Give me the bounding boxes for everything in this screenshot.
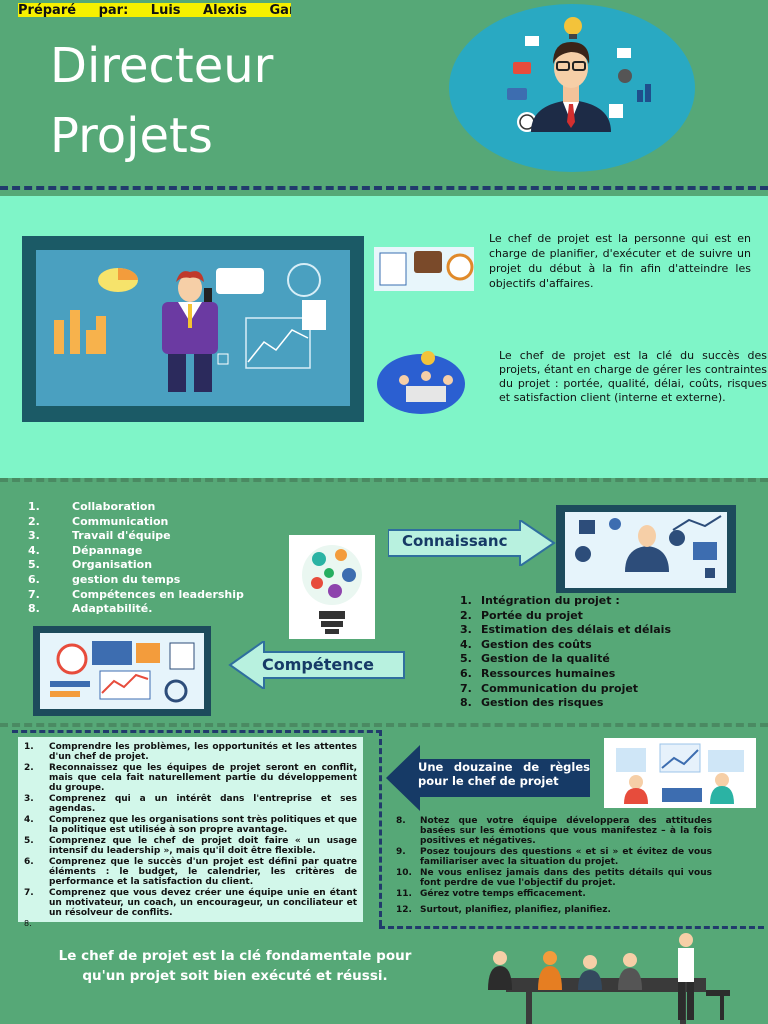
list-item: 2.Reconnaissez que les équipes de projet… — [24, 763, 357, 793]
list-item: 11.Gérez votre temps efficacement. — [396, 889, 586, 899]
rules-box — [18, 737, 363, 922]
rules-label: Une douzaine de règles pour le chef de p… — [418, 760, 590, 788]
page-title-line1: Directeur — [50, 38, 274, 94]
list-item: 12.Surtout, planifiez, planifiez, planif… — [396, 905, 611, 915]
businessman-icon — [507, 17, 651, 132]
page-title-line2: Projets — [50, 108, 213, 164]
list-item: 4.Gestion des coûts — [460, 637, 592, 651]
list-item: 2.Portée du projet — [460, 608, 583, 622]
list-item: 5.Organisation — [28, 558, 153, 572]
manager-illustration — [449, 4, 695, 172]
divider-middle — [0, 478, 768, 482]
list-item: 6.Comprenez que le succès d'un projet es… — [24, 857, 357, 887]
list-item: 1.Collaboration — [28, 500, 156, 513]
list-item: 10.Ne vous enlisez jamais dans des petit… — [396, 868, 712, 888]
rules-list-right: 8.Notez que votre équipe développera des… — [396, 816, 712, 916]
list-item: 4.Comprenez que les organisations sont t… — [24, 815, 357, 835]
list-item: 5.Comprenez que le chef de projet doit f… — [24, 836, 357, 856]
intro-paragraph-2: Le chef de projet est la clé du succès d… — [499, 349, 767, 404]
rules-border-bottom — [379, 926, 764, 929]
planning-icon — [374, 247, 474, 291]
list-item: 1.Intégration du projet : — [460, 594, 620, 607]
divider-lower — [0, 723, 768, 727]
competence-label: Compétence — [262, 655, 374, 674]
connaissance-arrow — [387, 518, 556, 568]
rules-border-top — [12, 730, 382, 733]
list-item: 7.Compétences en leadership — [28, 587, 244, 601]
list-item: 3.Comprenez qui a un intérêt dans l'entr… — [24, 794, 357, 814]
team-analytics-illustration — [604, 738, 756, 808]
list-item: 8.Adaptabilité. — [28, 602, 153, 616]
dashboard-illustration — [40, 633, 204, 709]
connaissance-label: Connaissanc — [402, 532, 508, 550]
list-item: 4.Dépannage — [28, 543, 143, 557]
competence-arrow — [228, 639, 406, 691]
competence-list: 1.Collaboration 2.Communication 3.Travai… — [28, 500, 288, 617]
list-item: 9.Posez toujours des questions « et si »… — [396, 847, 712, 867]
rules-arrow — [384, 745, 592, 811]
list-item: 1.Comprendre les problèmes, les opportun… — [24, 742, 357, 762]
divider-top — [0, 186, 768, 190]
list-item: 7.Communication du projet — [460, 681, 639, 695]
footer-conclusion: Le chef de projet est la clé fondamental… — [58, 948, 412, 984]
presenter-illustration — [36, 250, 350, 406]
list-item: 8.Gestion des risques — [460, 696, 604, 710]
intro-paragraph-1: Le chef de projet est la personne qui es… — [489, 232, 751, 290]
team-meeting-icon — [374, 346, 468, 416]
author-label: Préparé par: Luis Alexis Garcia Pérez — [18, 3, 291, 17]
connaissance-list: 1.Intégration du projet : 2.Portée du pr… — [460, 594, 760, 711]
list-item: 2.Communication — [28, 514, 169, 528]
boardroom-illustration — [466, 930, 768, 1024]
rules-list-left: 1.Comprendre les problèmes, les opportun… — [24, 742, 357, 930]
list-item: 3.Estimation des délais et délais — [460, 623, 672, 637]
analytics-illustration — [565, 512, 727, 588]
list-item: 6.Ressources humaines — [460, 666, 616, 680]
list-item: 8.Notez que votre équipe développera des… — [396, 816, 712, 846]
presenter-icon — [54, 263, 326, 392]
rules-border-left — [379, 730, 382, 926]
list-item: 3.Travail d'équipe — [28, 529, 171, 543]
list-item: 7.Comprenez que vous devez créer une équ… — [24, 888, 357, 918]
list-item: 8. — [24, 919, 32, 928]
lightbulb-icon — [289, 535, 375, 639]
list-item: 5.Gestion de la qualité — [460, 652, 610, 666]
list-item: 6.gestion du temps — [28, 572, 181, 586]
